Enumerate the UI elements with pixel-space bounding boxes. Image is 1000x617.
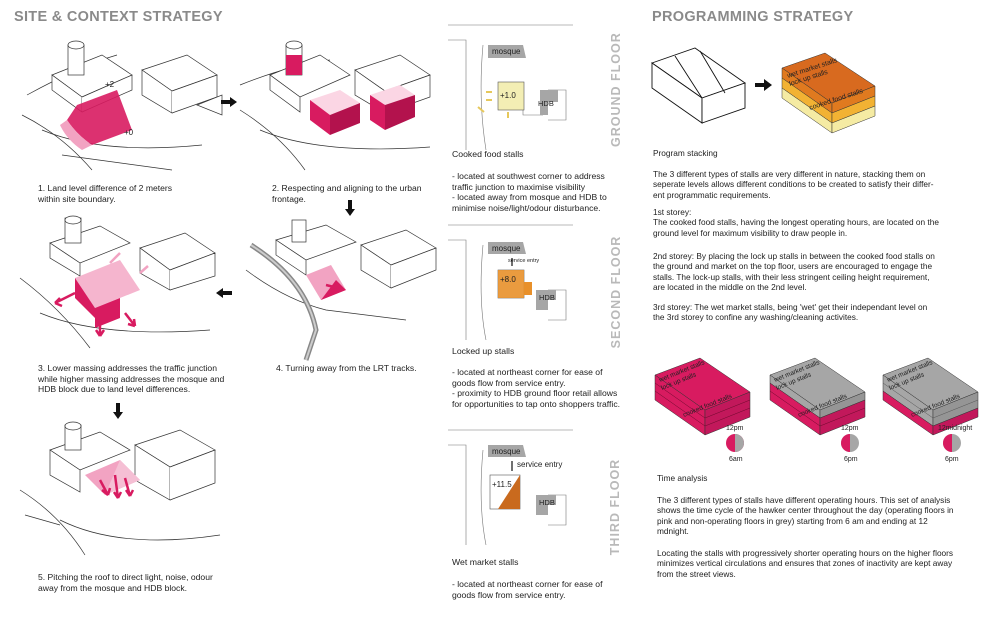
program-stacking-title: Program stacking: [653, 148, 718, 158]
arrow-left-icon: [216, 288, 232, 298]
site-strategy-heading: SITE & CONTEXT STRATEGY: [14, 9, 223, 25]
floor-level-label: +11.5: [492, 480, 512, 489]
time-analysis-title: Time analysis: [657, 473, 708, 483]
hdb-label: HDB: [539, 498, 555, 507]
time-state-12midnight: wet market stalls lock up stalls cooked …: [882, 357, 979, 463]
time-analysis-p1: The 3 different types of stalls have dif…: [657, 495, 954, 537]
programming-strategy-heading: PROGRAMMING STRATEGY: [652, 9, 854, 25]
ground-floor-plan: mosque HDB +1.0: [448, 24, 573, 151]
cooked-food-desc: - located at southwest corner to address…: [452, 171, 607, 213]
program-stacking-diagram: wet market stalls lock up stalls cooked …: [651, 47, 876, 134]
site-diagram-1: +2 +0: [21, 40, 223, 171]
arrow-down-icon: [345, 200, 355, 216]
time-state-6pm: wet market stalls lock up stalls cooked …: [769, 357, 866, 463]
floor-level-label: +8.0: [500, 275, 516, 284]
time-analysis-p2: Locating the stalls with progressively s…: [657, 548, 954, 579]
time-bottom-label: 6pm: [844, 456, 858, 463]
third-floor-plan: mosque service entry HDB +11.5: [448, 429, 573, 546]
wet-market-title: Wet market stalls: [452, 557, 519, 567]
service-entry-label: service entry: [517, 460, 562, 469]
site-step-1-caption: 1. Land level difference of 2 meters wit…: [38, 183, 173, 204]
wet-market-desc: - located at northeast corner for ease o…: [452, 579, 603, 600]
program-stacking-p3: 2nd storey: By placing the lock up stall…: [653, 251, 935, 293]
arrow-right-icon: [221, 97, 237, 107]
mosque-label: mosque: [492, 447, 521, 456]
service-entry-label: service entry: [508, 258, 539, 264]
site-step-3-caption: 3. Lower massing addresses the traffic j…: [38, 363, 225, 395]
mosque-label: mosque: [492, 47, 521, 56]
time-top-label: 12pm: [726, 425, 744, 432]
arrow-down-icon: [113, 403, 123, 419]
time-state-6am: wet market stalls lock up stalls cooked …: [654, 357, 751, 463]
locked-up-desc: - located at northeast corner for ease o…: [452, 367, 620, 409]
time-bottom-label: 6pm: [945, 456, 959, 463]
program-stacking-p1: The 3 different types of stalls are very…: [653, 169, 934, 200]
site-diagram-3: [19, 215, 216, 349]
locked-up-title: Locked up stalls: [452, 346, 515, 356]
level-low-label: +0: [124, 128, 134, 137]
site-step-5-caption: 5. Pitching the roof to direct light, no…: [38, 572, 213, 593]
hdb-label: HDB: [538, 99, 554, 108]
cooked-food-title: Cooked food stalls: [452, 149, 524, 159]
time-top-label: 12midnight: [938, 425, 972, 432]
second-floor-plan: mosque service entry HDB +8.0: [448, 224, 573, 341]
program-stacking-p2: 1st storey: The cooked food stalls, havi…: [653, 207, 939, 238]
time-bottom-label: 6am: [729, 456, 743, 463]
second-floor-side-label: SECOND FLOOR: [609, 235, 623, 349]
site-step-4-caption: 4. Turning away from the LRT tracks.: [276, 363, 417, 373]
site-diagram-5: [19, 421, 221, 556]
third-floor-side-label: THIRD FLOOR: [608, 458, 622, 556]
mosque-label: mosque: [492, 244, 521, 253]
site-diagram-4: [245, 219, 437, 361]
site-diagram-2: [239, 40, 431, 171]
ground-floor-side-label: GROUND FLOOR: [609, 32, 623, 147]
level-high-label: +2: [105, 80, 115, 89]
program-stacking-p4: 3rd storey: The wet market stalls, being…: [653, 302, 928, 323]
floor-level-label: +1.0: [500, 91, 516, 100]
hdb-label: HDB: [539, 293, 555, 302]
site-step-2-caption: 2. Respecting and aligning to the urban …: [272, 183, 422, 204]
time-top-label: 12pm: [841, 425, 859, 432]
